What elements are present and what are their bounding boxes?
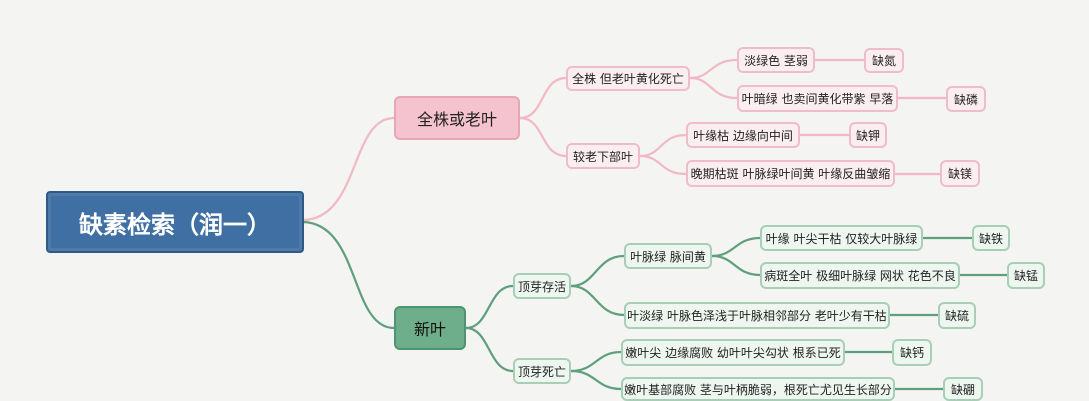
result-potassium: 缺钾 (849, 122, 887, 148)
connector-root-old (300, 116, 396, 222)
node-late-spots: 晚期枯斑 叶脉绿叶间黄 叶缘反曲皱缩 (686, 160, 895, 187)
branch-old-leaves: 全株或老叶 (394, 96, 520, 140)
connector-whole-light (688, 58, 739, 80)
node-pale-green: 叶淡绿 叶脉色泽浅于叶脉相邻部分 老叶少有干枯 (624, 302, 890, 329)
connector-whole-dark (688, 76, 739, 100)
connector-new-dead (464, 326, 515, 373)
connector-lower-edge (638, 133, 688, 158)
result-calcium: 缺钙 (892, 339, 932, 366)
result-boron: 缺硼 (943, 377, 983, 401)
branch-new-leaves: 新叶 (394, 306, 466, 350)
node-bud-alive: 顶芽存活 (513, 273, 571, 299)
node-dark-green: 叶暗绿 也卖间黄化带紫 早落 (737, 85, 898, 112)
node-light-green: 淡绿色 茎弱 (737, 47, 815, 73)
connector-new-alive (464, 284, 515, 330)
node-tip-hook: 嫩叶尖 边缘腐败 幼叶叶尖勾状 根系已死 (621, 339, 845, 366)
node-whole-plant: 全株 但老叶黄化死亡 (566, 66, 690, 91)
result-phosphorus: 缺磷 (946, 86, 986, 112)
node-vein-green: 叶脉绿 脉间黄 (624, 243, 712, 269)
node-lower-leaves: 较老下部叶 (566, 143, 640, 169)
result-nitrogen: 缺氮 (864, 48, 904, 73)
connector-root-new (300, 220, 396, 330)
root-topic: 缺素检索（润一） (46, 191, 304, 253)
node-tip-dry: 叶缘 叶尖干枯 仅较大叶脉绿 (760, 225, 923, 251)
connector-vein-spot (710, 254, 762, 277)
result-manganese: 缺锰 (1007, 262, 1045, 289)
node-base-rot: 嫩叶基部腐败 茎与叶柄脆弱，根死亡尤见生长部分 (621, 377, 895, 401)
connector-alive-pale (569, 284, 626, 317)
connector-lower-late (638, 154, 688, 176)
result-magnesium: 缺镁 (940, 160, 980, 187)
result-iron: 缺铁 (972, 225, 1010, 251)
connector-old-lower (518, 116, 568, 158)
connector-alive-vein (569, 254, 626, 288)
node-spotted: 病斑全叶 极细叶脉绿 网状 花色不良 (760, 262, 960, 289)
connector-dead-hook (569, 350, 623, 373)
connector-dead-base (569, 369, 623, 391)
result-sulfur: 缺硫 (938, 302, 976, 329)
connector-old-whole (518, 76, 568, 120)
connector-vein-tip (710, 236, 762, 258)
node-edge-scorch: 叶缘枯 边缘向中间 (686, 122, 800, 148)
node-bud-dead: 顶芽死亡 (513, 358, 571, 384)
